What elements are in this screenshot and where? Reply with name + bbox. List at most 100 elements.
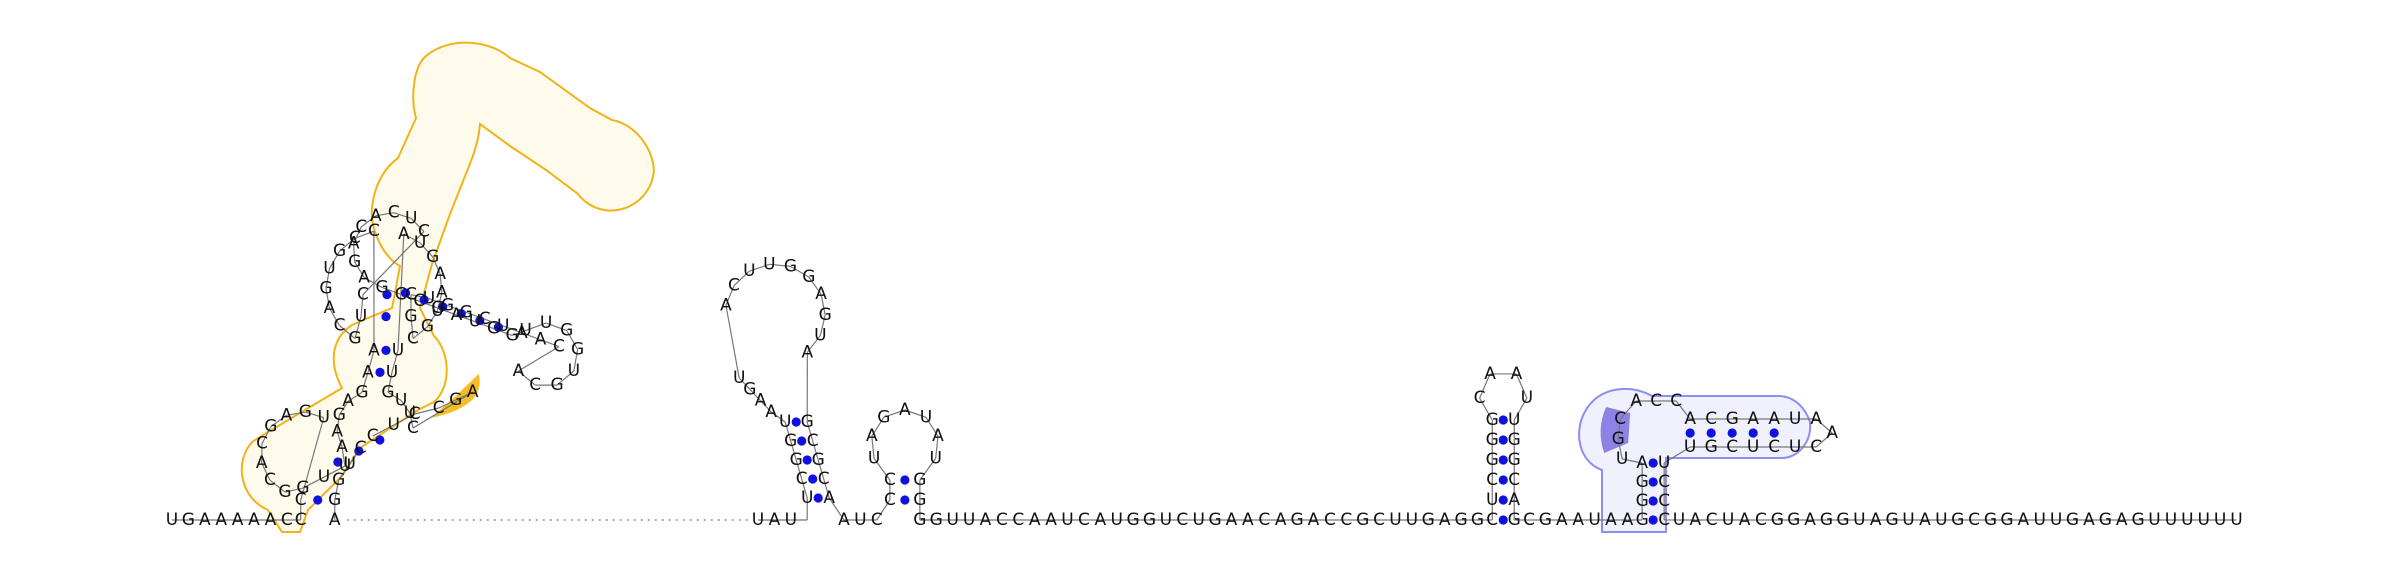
stem-nucleotide: A xyxy=(1636,453,1648,473)
orange-domain-nucleotide: U xyxy=(423,289,435,309)
orange-domain-nucleotide: G xyxy=(460,302,473,322)
backbone-nucleotide: U xyxy=(1160,510,1172,530)
orange-domain-nucleotide: G xyxy=(421,317,434,337)
backbone-segment xyxy=(871,436,875,459)
backbone-nucleotide: U xyxy=(1722,510,1734,530)
orange-domain-nucleotide: U xyxy=(540,313,552,333)
orange-domain-nucleotide: G xyxy=(550,375,563,395)
backbone-nucleotide: C xyxy=(1324,510,1336,530)
stem-nucleotide: G xyxy=(404,307,417,327)
stem-nucleotide: G xyxy=(1636,491,1649,511)
hairpin-2-nucleotide: U xyxy=(929,448,941,468)
blue-highlight-mark xyxy=(1600,407,1631,453)
backbone-nucleotide: U xyxy=(2148,510,2160,530)
orange-domain-nucleotide: G xyxy=(319,278,332,298)
orange-domain-nucleotide: C xyxy=(553,337,565,357)
backbone-segment xyxy=(302,476,325,489)
blue-mark-shape xyxy=(1600,407,1631,453)
orange-domain-nucleotide: G xyxy=(299,402,312,422)
backbone-nucleotide: A xyxy=(1556,510,1568,530)
backbone-nucleotide: A xyxy=(838,510,850,530)
orange-domain-nucleotide: G xyxy=(487,319,500,339)
backbone-segment xyxy=(286,411,306,416)
hairpin-1-nucleotide: C xyxy=(807,431,819,451)
backbone-segment xyxy=(518,370,536,386)
backbone-segment xyxy=(1622,458,1643,464)
backbone-nucleotide: A xyxy=(265,510,277,530)
backbone-nucleotide: A xyxy=(980,510,992,530)
blue-domain-nucleotide: U xyxy=(1789,437,1801,457)
orange-domain-nucleotide: A xyxy=(329,510,341,530)
backbone-segment xyxy=(1513,397,1528,421)
backbone-segment xyxy=(749,263,770,272)
backbone-segment xyxy=(391,350,399,373)
backbone-nucleotide: U xyxy=(946,510,958,530)
stem-nucleotide: G xyxy=(913,490,926,510)
backbone-segment xyxy=(1617,418,1621,440)
orange-domain-nucleotide: U xyxy=(414,233,426,253)
backbone-segment xyxy=(919,458,937,481)
blue-domain-nucleotide: U xyxy=(1684,437,1696,457)
blue-mark-nucleotide: C xyxy=(1614,409,1626,429)
backbone-segment xyxy=(1515,373,1528,399)
backbone-nucleotide: A xyxy=(1029,510,1041,530)
backbone-segment xyxy=(362,231,425,296)
orange-domain-nucleotide: A xyxy=(434,264,446,284)
orange-domain-nucleotide: A xyxy=(436,283,448,303)
stem-nucleotide: C xyxy=(409,404,421,424)
backbone-segment xyxy=(760,400,772,413)
orange-domain-nucleotide: A xyxy=(256,453,268,473)
orange-domain-nucleotide: C xyxy=(529,375,541,395)
backbone-nucleotide: G xyxy=(1951,510,1964,530)
hairpin-1-nucleotide: A xyxy=(755,391,767,411)
hairpin-2-nucleotide: G xyxy=(877,407,890,427)
backbone-nucleotide: A xyxy=(1275,510,1287,530)
stem-nucleotide: G xyxy=(1636,510,1649,530)
orange-domain-nucleotide: A xyxy=(535,330,547,350)
hairpin-1-nucleotide: A xyxy=(802,342,814,362)
stem-nucleotide: U xyxy=(339,456,351,476)
backbone-segment xyxy=(419,242,434,258)
backbone-segment xyxy=(367,350,375,373)
backbone-nucleotide: G xyxy=(1208,510,1221,530)
backbone-nucleotide: G xyxy=(2099,510,2112,530)
backbone-segment xyxy=(873,458,891,481)
orange-domain-nucleotide: U xyxy=(323,259,335,279)
backbone-segment xyxy=(573,349,579,372)
backbone-segment xyxy=(354,316,362,339)
hairpin-1-nucleotide: U xyxy=(743,261,755,281)
orange-domain-nucleotide: G xyxy=(381,382,394,402)
backbone-nucleotide: A xyxy=(2083,510,2095,530)
stem-nucleotide: G xyxy=(1508,510,1521,530)
backbone-segment xyxy=(328,250,341,269)
orange-domain-nucleotide: U xyxy=(519,321,531,341)
stem-nucleotide: U xyxy=(388,415,400,435)
stem-nucleotide: C xyxy=(367,426,379,446)
hairpin-2-nucleotide: U xyxy=(868,448,880,468)
backbone-segment xyxy=(387,391,402,401)
backbone-segment xyxy=(269,479,286,493)
hairpin-1-nucleotide: C xyxy=(728,276,740,296)
backbone-lines xyxy=(172,212,2237,521)
backbone-nucleotide: G xyxy=(1356,510,1369,530)
backbone-segment xyxy=(261,426,272,444)
stem-nucleotide: G xyxy=(1486,430,1499,450)
backbone-nucleotide: C xyxy=(1078,510,1090,530)
backbone-segment xyxy=(795,459,803,480)
backbone-segment xyxy=(817,459,825,480)
orange-highlight-mark xyxy=(430,374,480,418)
backbone-segment xyxy=(725,285,735,306)
base-pair-dot xyxy=(1648,458,1658,468)
backbone-nucleotide: U xyxy=(1192,510,1204,530)
hairpin-1-nucleotide: G xyxy=(812,450,825,470)
base-pair-dot xyxy=(813,493,823,503)
base-pair-dot xyxy=(1648,496,1658,506)
backbone-nucleotide: A xyxy=(232,510,244,530)
backbone-nucleotide: U xyxy=(2230,510,2242,530)
hairpin-1-nucleotide: C xyxy=(796,469,808,489)
backbone-segment xyxy=(328,307,341,326)
backbone-segment xyxy=(790,440,797,461)
stem-nucleotide: U xyxy=(1486,490,1498,510)
blue-domain-nucleotide: C xyxy=(1705,409,1717,429)
